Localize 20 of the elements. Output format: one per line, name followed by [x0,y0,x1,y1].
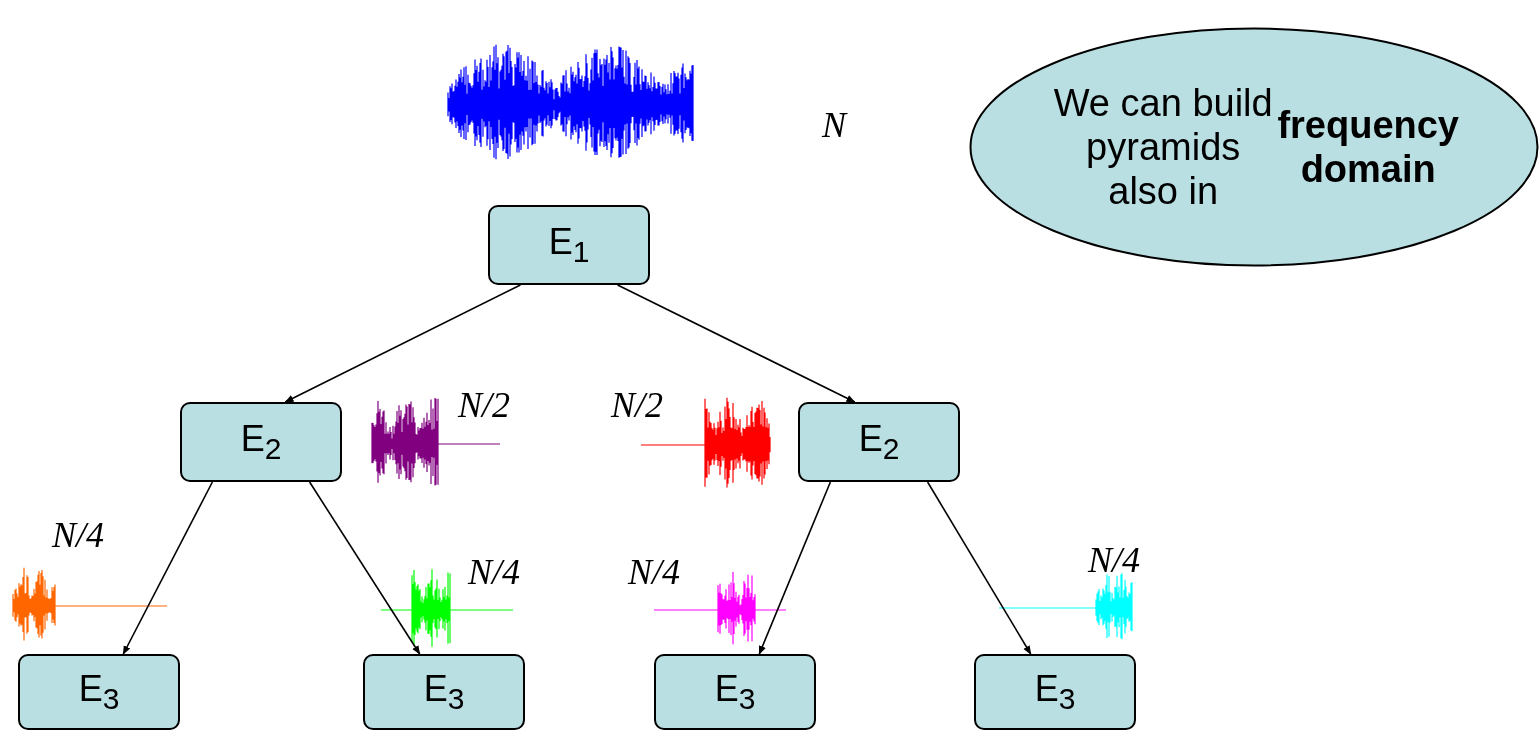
process-box: E$_{1}$ [488,205,650,285]
size-label: N/2 [611,385,663,425]
size-label: N/4 [1088,540,1140,580]
arrow [926,481,1032,655]
process-box: E$_{2}$ [180,402,342,482]
size-label: N/4 [52,515,104,555]
size-label: N/2 [458,385,510,425]
process-box: E$_{3}$ [654,654,816,730]
size-label: N/4 [628,552,680,592]
size-label: N [822,105,846,145]
process-box: E$_{3}$ [974,654,1136,730]
size-label: N/4 [468,552,520,592]
arrow [616,284,856,403]
arrow [758,481,832,655]
process-box: E$_{3}$ [363,654,525,730]
process-box: E$_{2}$ [798,402,960,482]
process-box: E$_{3}$ [18,654,180,730]
arrow [284,284,522,403]
arrow [308,481,421,655]
arrow [122,481,214,655]
